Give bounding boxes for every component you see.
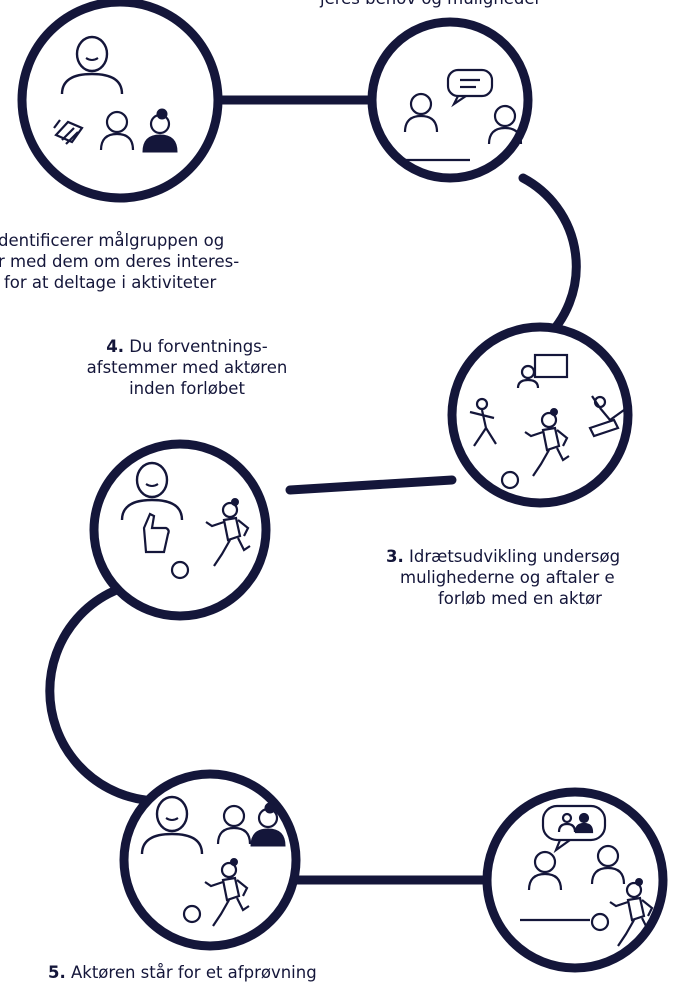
step-3-line-2: mulighederne og aftaler e <box>400 568 615 587</box>
step-5-caption: 5. Aktøren står for et afprøvning <box>48 962 317 983</box>
step-3-number: 3. <box>386 547 404 566</box>
step-4-line-3: inden forløbet <box>129 379 245 398</box>
step-circle-6 <box>482 787 668 973</box>
speech-bubble-icon <box>446 68 494 108</box>
gymnast-icon <box>588 395 625 438</box>
step-5-number: 5. <box>48 963 66 982</box>
step-5-line-1: Aktøren står for et afprøvning <box>71 963 317 982</box>
step-circle-2 <box>367 17 533 183</box>
presentation-screen-icon <box>516 353 569 389</box>
step-4-number: 4. <box>106 337 125 356</box>
step-2-line-1: jeres behov og muligheder <box>320 0 541 8</box>
step-1-caption: dentificerer målgruppen og r med dem om … <box>0 230 239 293</box>
step-circle-4 <box>89 439 271 621</box>
step-circle-1 <box>17 0 223 203</box>
handshake-icon <box>53 119 84 145</box>
karate-person-icon <box>469 397 497 447</box>
step-3-line-3: forløb med en aktør <box>438 589 602 608</box>
step-1-line-3: for at deltage i aktiviteter <box>4 273 217 292</box>
step-circle-3 <box>447 322 633 508</box>
step-1-line-1: dentificerer målgruppen og <box>0 231 225 250</box>
step-circle-5 <box>119 769 301 951</box>
step-3-caption: 3. Idrætsudvikling undersøg mulighederne… <box>386 546 620 609</box>
step-4-line-1: Du forventnings- <box>129 337 268 356</box>
step-4-line-2: afstemmer med aktøren <box>86 358 288 377</box>
connector-path <box>45 95 581 885</box>
step-1-line-2: r med dem om deres interes- <box>0 252 240 271</box>
speech-bubble-icon <box>541 804 607 854</box>
step-3-line-1: Idrætsudvikling undersøg <box>409 547 621 566</box>
step-4-caption: 4. Du forventnings- afstemmer med aktøre… <box>52 336 322 399</box>
step-2-caption: jeres behov og muligheder <box>320 0 541 9</box>
thumbs-up-icon <box>142 512 170 554</box>
